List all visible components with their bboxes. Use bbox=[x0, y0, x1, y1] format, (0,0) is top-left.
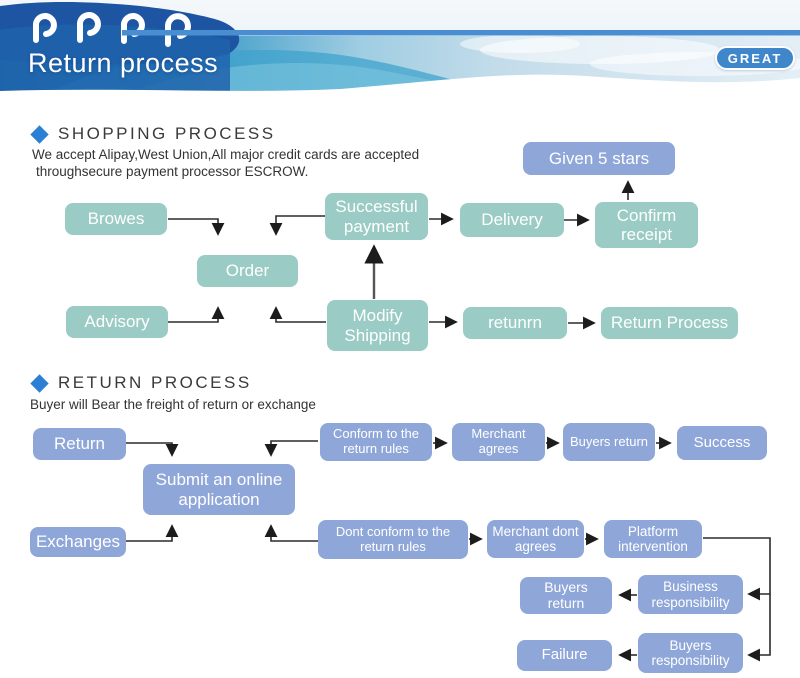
great-badge: GREAT bbox=[715, 46, 795, 70]
flow-node-conform-rules: Conform to the return rules bbox=[320, 423, 432, 461]
flow-node-delivery: Delivery bbox=[460, 203, 564, 237]
flow-node-success: Success bbox=[677, 426, 767, 460]
flow-node-business-responsibility: Business responsibility bbox=[638, 575, 743, 614]
flow-node-browes: Browes bbox=[65, 203, 167, 235]
flow-node-submit-application: Submit an online application bbox=[143, 464, 295, 515]
flow-node-confirm-receipt: Confirm receipt bbox=[595, 202, 698, 248]
diamond-icon bbox=[30, 125, 49, 144]
flow-node-exchanges: Exchanges bbox=[30, 527, 126, 557]
diamond-icon bbox=[30, 374, 49, 393]
flow-node-platform-intervention: Platform intervention bbox=[604, 520, 702, 558]
flow-node-buyers-responsibility: Buyers responsibility bbox=[638, 633, 743, 673]
shopping-process-heading: SHOPPING PROCESS bbox=[58, 124, 276, 143]
flow-node-retunrn: retunrn bbox=[463, 307, 567, 339]
flow-node-order: Order bbox=[197, 255, 298, 287]
page-title: Return process bbox=[28, 48, 219, 78]
shopping-desc-line-1: We accept Alipay,West Union,All major cr… bbox=[32, 147, 420, 162]
flow-node-successful-payment: Successful payment bbox=[325, 193, 428, 240]
flow-node-return: Return bbox=[33, 428, 126, 460]
flow-node-dont-conform-rules: Dont conform to the return rules bbox=[318, 520, 468, 559]
banner: Return process GREAT bbox=[0, 0, 800, 97]
flow-node-merchant-agrees: Merchant agrees bbox=[452, 423, 545, 461]
banner-divider-bar bbox=[122, 30, 800, 36]
flow-node-return-process: Return Process bbox=[601, 307, 738, 339]
flow-node-failure: Failure bbox=[517, 640, 612, 671]
flow-node-buyers-return-2: Buyers return bbox=[520, 577, 612, 614]
flow-node-advisory: Advisory bbox=[66, 306, 168, 338]
flow-node-buyers-return-1: Buyers return bbox=[563, 423, 655, 461]
return-process-heading: RETURN PROCESS bbox=[58, 373, 252, 392]
flow-node-given-5-stars: Given 5 stars bbox=[523, 142, 675, 175]
flow-node-merchant-dont-agrees: Merchant dont agrees bbox=[487, 520, 584, 558]
shopping-desc-line-2: throughsecure payment processor ESCROW. bbox=[36, 164, 309, 179]
return-desc: Buyer will Bear the freight of return or… bbox=[30, 397, 316, 412]
flow-node-modify-shipping: Modify Shipping bbox=[327, 300, 428, 351]
